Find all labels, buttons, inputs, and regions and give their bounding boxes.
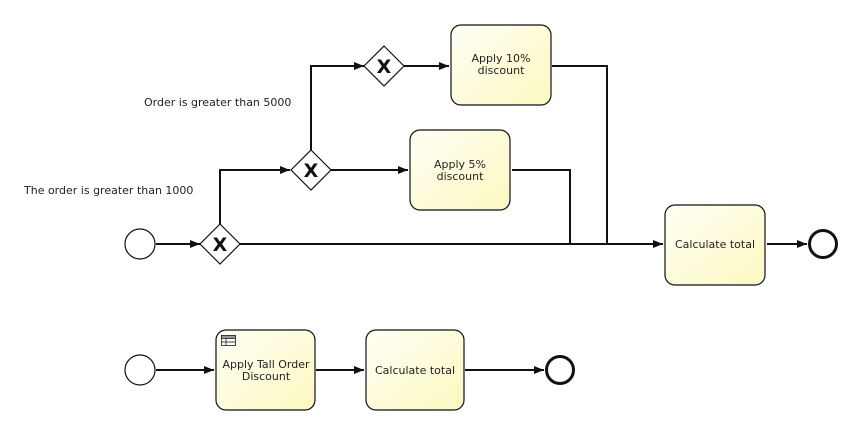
task-label-line-1: Apply Tall Order: [222, 358, 310, 371]
task-calculate-total-2[interactable]: Calculate total: [365, 329, 465, 411]
task-label-line-1: Apply 10%: [471, 52, 530, 65]
table-icon: [221, 335, 236, 346]
label-order-greater-5000: Order is greater than 5000: [144, 96, 291, 109]
gateway-x-icon: X: [377, 56, 392, 78]
task-calculate-total[interactable]: Calculate total: [664, 204, 766, 286]
exclusive-gateway-3[interactable]: X: [363, 45, 405, 87]
end-event-2[interactable]: [545, 355, 575, 385]
task-apply-tall-order-discount[interactable]: Apply Tall Order Discount: [215, 329, 316, 411]
start-event-2[interactable]: [124, 354, 156, 386]
exclusive-gateway-2[interactable]: X: [290, 149, 332, 191]
task-label-line-2: discount: [478, 64, 525, 77]
flow-apply5-to-calc[interactable]: [512, 169, 571, 244]
gateway-x-icon: X: [213, 234, 228, 256]
task-label: Calculate total: [375, 364, 455, 377]
task-label: Calculate total: [675, 238, 755, 251]
task-apply-5-discount[interactable]: Apply 5% discount: [409, 129, 511, 211]
flow-apply10-to-calc[interactable]: [552, 65, 608, 244]
task-apply-10-discount[interactable]: Apply 10% discount: [450, 24, 552, 106]
label-order-greater-1000: The order is greater than 1000: [23, 184, 193, 197]
exclusive-gateway-1[interactable]: X: [199, 223, 241, 265]
task-label-line-2: discount: [437, 170, 484, 183]
end-event[interactable]: [808, 229, 838, 259]
flow-gw2-to-gw3[interactable]: [310, 62, 364, 150]
flow-gw1-to-gw2[interactable]: [219, 166, 290, 224]
start-event[interactable]: [124, 228, 156, 260]
task-label-line-1: Apply 5%: [434, 158, 486, 171]
task-label-line-2: Discount: [242, 370, 291, 383]
gateway-x-icon: X: [304, 160, 319, 182]
